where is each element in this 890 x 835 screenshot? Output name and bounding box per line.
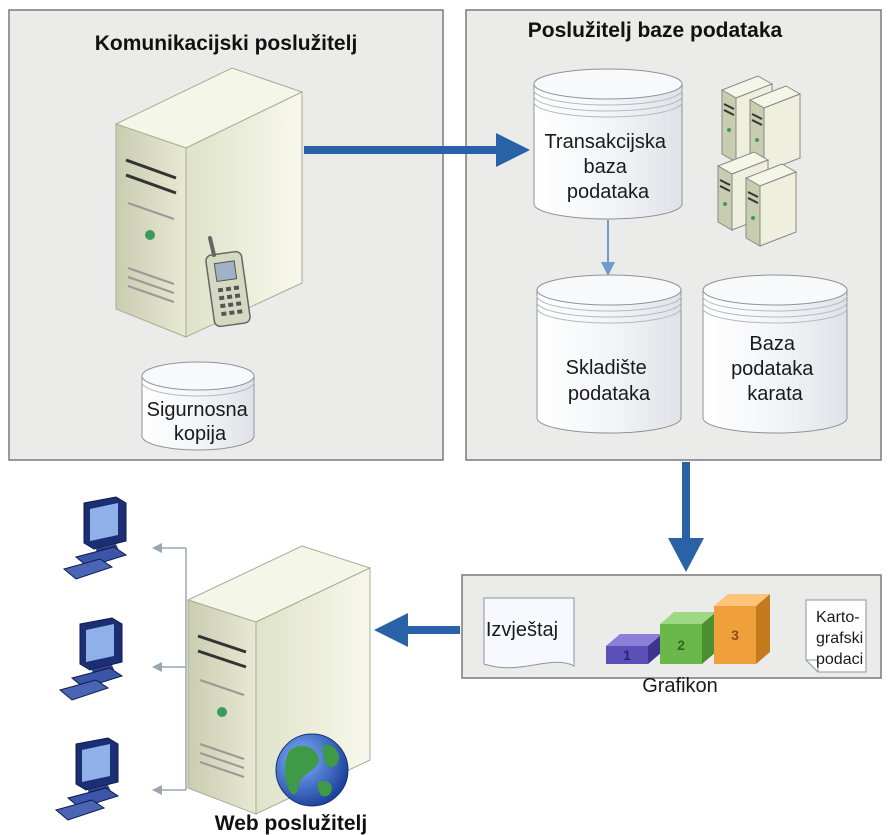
database-cylinder-icon (702, 274, 848, 434)
database-server-title: Poslužitelj baze podataka (528, 19, 783, 42)
chart-step-2: 2 (677, 637, 685, 653)
web-server-title: Web poslužitelj (215, 812, 367, 835)
document-icon (805, 599, 867, 673)
cartographic-label: Karto- grafski podaci (816, 609, 868, 668)
mobile-phone-icon (205, 236, 251, 328)
backup-label: Sigurnosna kopija (147, 399, 254, 445)
database-cylinder-icon (536, 274, 682, 434)
report-label: Izvještaj (486, 619, 558, 641)
computer-workstation-icon (54, 737, 120, 821)
chart-label: Grafikon (642, 675, 718, 697)
document-icon (483, 597, 575, 669)
communication-server-title: Komunikacijski poslužitelj (95, 32, 358, 55)
warehouse-db-label: Skladište podataka (566, 357, 653, 405)
computer-workstation-icon (62, 496, 128, 580)
computer-workstation-icon (58, 617, 124, 701)
database-cylinder-icon (533, 68, 683, 220)
globe-icon (275, 733, 349, 807)
server-cluster-icon (716, 75, 802, 247)
transactional-db-label: Transakcijska baza podataka (544, 131, 671, 203)
bar-chart-3d-icon (606, 594, 770, 664)
chart-step-1: 1 (623, 647, 631, 663)
chart-step-3: 3 (731, 627, 739, 643)
database-cylinder-icon (141, 361, 255, 451)
maps-db-label: Baza podataka karata (731, 333, 819, 405)
